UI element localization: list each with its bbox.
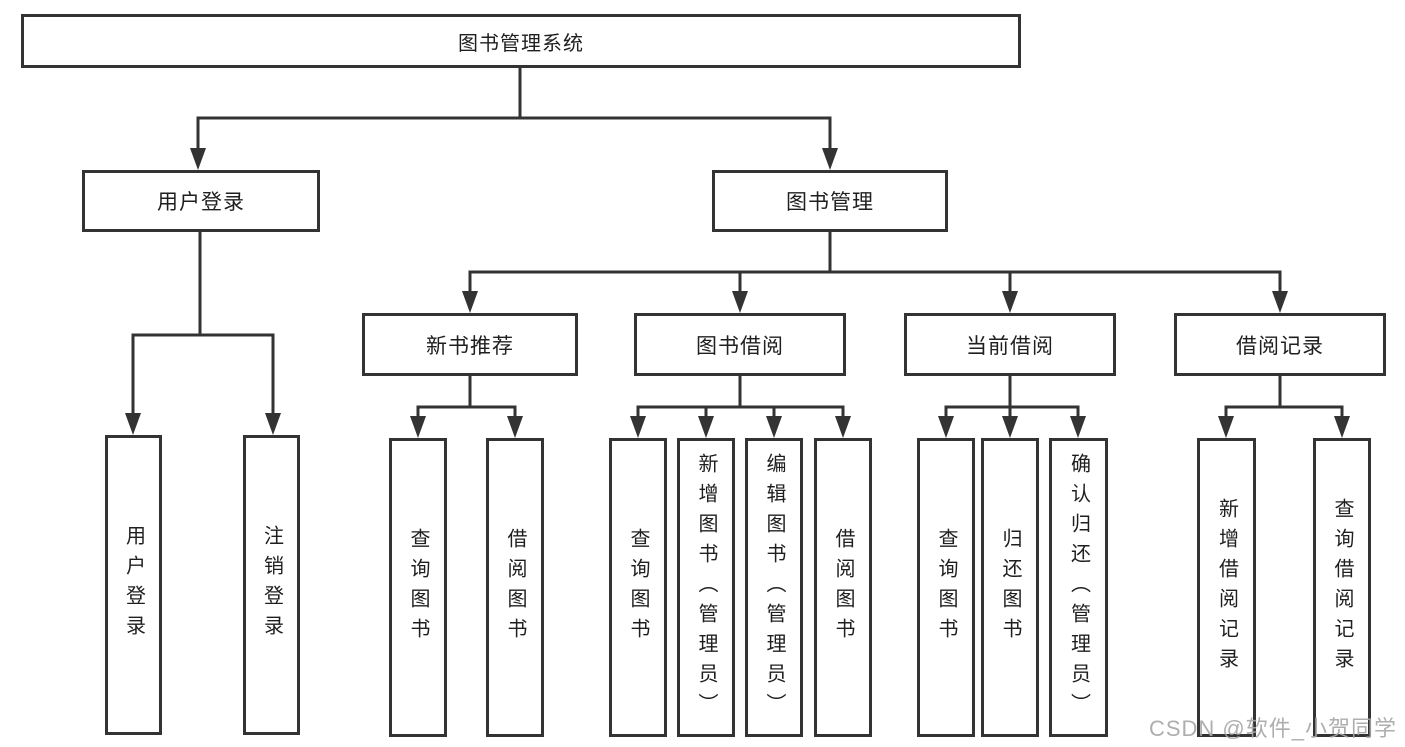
leaf-borrow-books-rec: 借阅图书 (486, 438, 544, 737)
leaf-label: 新增图书（管理员） (695, 452, 717, 723)
arrow-down-icon (732, 291, 748, 313)
edge-bookmgmt-bar (468, 270, 1282, 294)
node-borrowing-records: 借阅记录 (1174, 313, 1386, 376)
arrow-down-icon (1334, 416, 1350, 438)
arrow-down-icon (835, 416, 851, 438)
leaf-query-books-borrow: 查询图书 (609, 438, 667, 737)
edge-userlogin-bar (131, 333, 275, 418)
leaf-query-borrow-record: 查询借阅记录 (1313, 438, 1371, 737)
node-label: 图书管理 (786, 191, 874, 214)
node-new-book-recommendation: 新书推荐 (362, 313, 578, 376)
leaf-logout: 注销登录 (243, 435, 300, 735)
arrow-down-icon (822, 148, 838, 170)
leaf-label: 借阅图书 (504, 527, 526, 648)
leaf-query-books-rec: 查询图书 (389, 438, 447, 737)
node-label: 用户登录 (157, 191, 245, 214)
arrow-down-icon (462, 291, 478, 313)
leaf-return-books: 归还图书 (981, 438, 1039, 737)
arrow-down-icon (938, 416, 954, 438)
arrowheads (125, 148, 1350, 438)
arrow-down-icon (766, 416, 782, 438)
edge-root-bar (196, 116, 832, 151)
node-label: 图书借阅 (696, 334, 784, 358)
node-book-management: 图书管理 (712, 170, 948, 232)
csdn-watermark: CSDN @软件_小贺同学 (1148, 716, 1397, 741)
edge-newbookrec-bar (416, 405, 517, 420)
leaf-label: 新增借阅记录 (1215, 497, 1238, 678)
leaf-label: 借阅图书 (832, 527, 854, 648)
leaf-add-books-admin: 新增图书（管理员） (677, 438, 735, 737)
leaf-edit-books-admin: 编辑图书（管理员） (745, 438, 803, 737)
leaf-label: 查询图书 (407, 527, 429, 648)
node-current-borrowing: 当前借阅 (904, 313, 1116, 376)
node-label: 借阅记录 (1236, 334, 1324, 358)
arrow-down-icon (190, 148, 206, 170)
edge-bookborrow-bar (636, 405, 845, 420)
leaf-add-borrow-record: 新增借阅记录 (1197, 438, 1256, 737)
node-book-borrowing: 图书借阅 (634, 313, 846, 376)
node-label: 新书推荐 (426, 334, 514, 358)
arrow-down-icon (507, 416, 523, 438)
leaf-user-login: 用户登录 (105, 435, 162, 735)
arrow-down-icon (1070, 416, 1086, 438)
leaf-label: 查询借阅记录 (1331, 497, 1353, 678)
leaf-query-books-current: 查询图书 (917, 438, 975, 737)
arrow-down-icon (630, 416, 646, 438)
arrow-down-icon (1002, 291, 1018, 313)
leaf-label: 用户登录 (122, 525, 145, 645)
leaf-label: 注销登录 (260, 525, 283, 645)
arrow-down-icon (698, 416, 714, 438)
leaf-label: 查询图书 (627, 527, 649, 648)
arrow-down-icon (1272, 291, 1288, 313)
leaf-label: 编辑图书（管理员） (763, 452, 785, 723)
arrow-down-icon (1218, 416, 1234, 438)
edge-borrowrecords-bar (1224, 405, 1344, 420)
leaf-borrow-books: 借阅图书 (814, 438, 872, 737)
leaf-label: 确认归还（管理员） (1067, 452, 1090, 723)
node-label: 当前借阅 (966, 334, 1054, 358)
node-label: 图书管理系统 (458, 32, 584, 55)
arrow-down-icon (125, 413, 141, 435)
leaf-label: 查询图书 (935, 527, 957, 648)
arrow-down-icon (265, 413, 281, 435)
node-library-management-system: 图书管理系统 (21, 14, 1021, 68)
arrow-down-icon (1002, 416, 1018, 438)
leaf-label: 归还图书 (999, 527, 1021, 648)
arrow-down-icon (410, 416, 426, 438)
node-user-login: 用户登录 (82, 170, 320, 232)
leaf-confirm-return-admin: 确认归还（管理员） (1049, 438, 1108, 737)
